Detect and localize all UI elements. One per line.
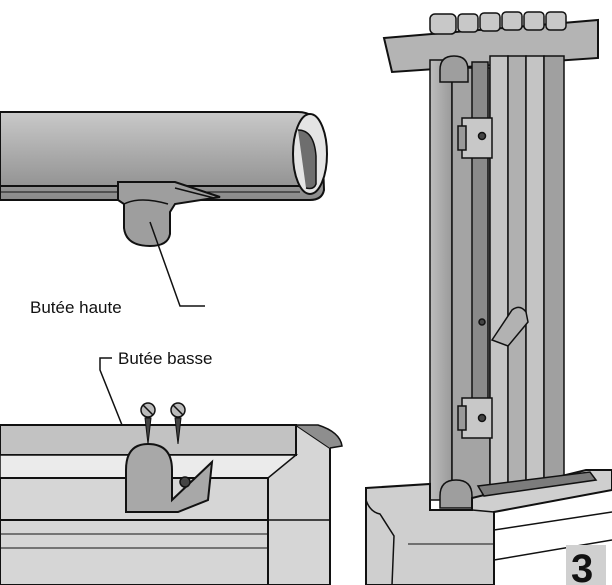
bottom-stop-piece [125,442,214,513]
screw-hole-icon [179,476,191,488]
top-rail-detail [0,111,328,307]
step-badge [566,545,606,585]
top-stop-piece [117,181,221,248]
latch-icon [478,306,529,347]
step-number: 3 [571,547,593,585]
top-stop-label: Butée haute [30,298,122,317]
bracket-icon [457,397,493,439]
bracket-icon [457,117,493,159]
screw-icon [140,402,156,445]
vertical-assembly [365,11,612,585]
bottom-rail-detail [0,357,343,585]
screw-icon [170,402,186,445]
bottom-stop-label: Butée basse [118,349,213,368]
